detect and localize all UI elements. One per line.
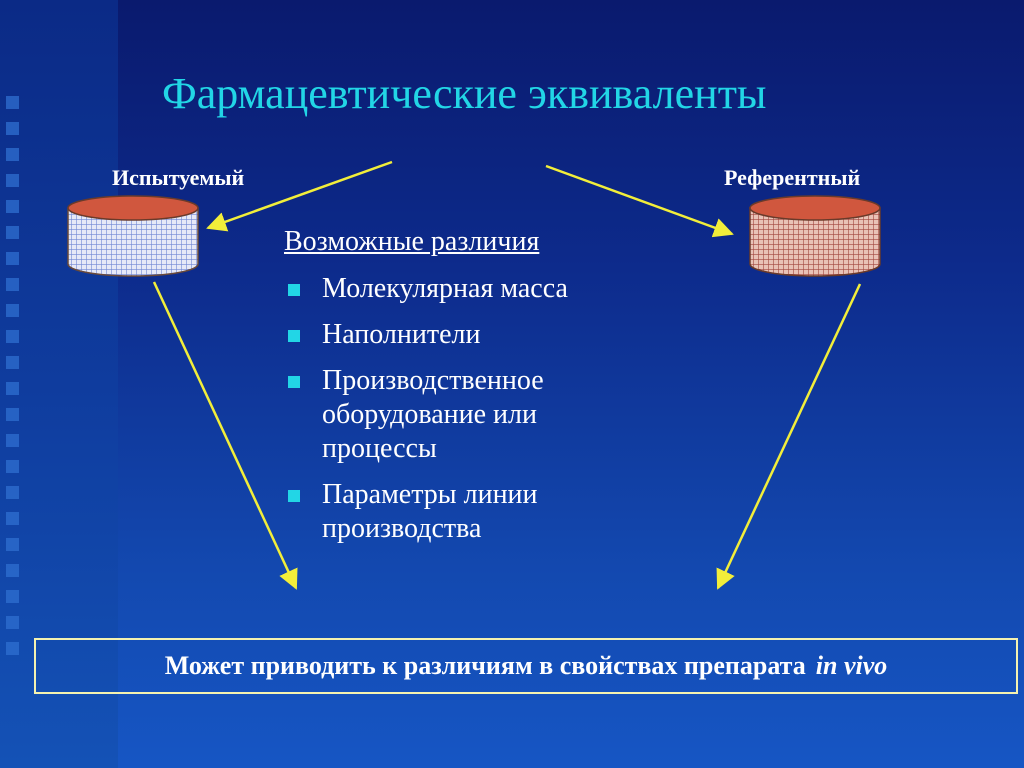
slide-title: Фармацевтические эквиваленты [162,69,767,118]
list-item-text: Молекулярная масса [322,273,568,304]
list-item-text: Наполнители [322,319,481,350]
square-bullet-icon [288,330,300,342]
differences-block: Возможные различия Молекулярная масса На… [284,222,664,558]
decor-square [6,486,19,499]
decor-square [6,616,19,629]
conclusion-italic: in vivo [815,651,888,680]
arrow-reference-down [716,283,862,590]
decor-square [6,642,19,655]
list-item-text: Параметры линии производства [322,479,538,544]
decor-square [6,252,19,265]
decor-square [6,382,19,395]
reference-cylinder-icon [749,195,881,277]
arrow-test-down [152,281,298,590]
conclusion-box: Может приводить к различиям в свойствах … [34,638,1018,694]
conclusion-text: Может приводить к различиям в свойствах … [164,651,806,680]
list-item: Молекулярная масса [284,272,664,306]
decor-square [6,200,19,213]
decor-square [6,538,19,551]
decor-square [6,408,19,421]
list-item-text: Производственное оборудование или процес… [322,365,544,464]
square-bullet-icon [288,376,300,388]
decor-square [6,148,19,161]
decor-square [6,460,19,473]
decor-square [6,226,19,239]
decor-square [6,96,19,109]
left-decor-strip [0,0,118,768]
test-cylinder-icon [67,195,199,277]
decor-square [6,330,19,343]
decor-square [6,590,19,603]
decor-square [6,174,19,187]
decor-square [6,304,19,317]
test-product-label: Испытуемый [112,165,245,190]
list-item: Производственное оборудование или процес… [284,364,622,466]
square-bullet-icon [288,490,300,502]
decor-square [6,564,19,577]
reference-product-label: Референтный [724,165,861,190]
square-bullet-icon [288,284,300,296]
decor-squares [6,96,26,668]
decor-square [6,356,19,369]
decor-square [6,122,19,135]
differences-list: Молекулярная масса Наполнители Производс… [284,272,664,546]
decor-square [6,512,19,525]
list-item: Параметры линии производства [284,478,612,546]
differences-heading: Возможные различия [284,226,540,257]
decor-square [6,434,19,447]
decor-square [6,278,19,291]
list-item: Наполнители [284,318,664,352]
